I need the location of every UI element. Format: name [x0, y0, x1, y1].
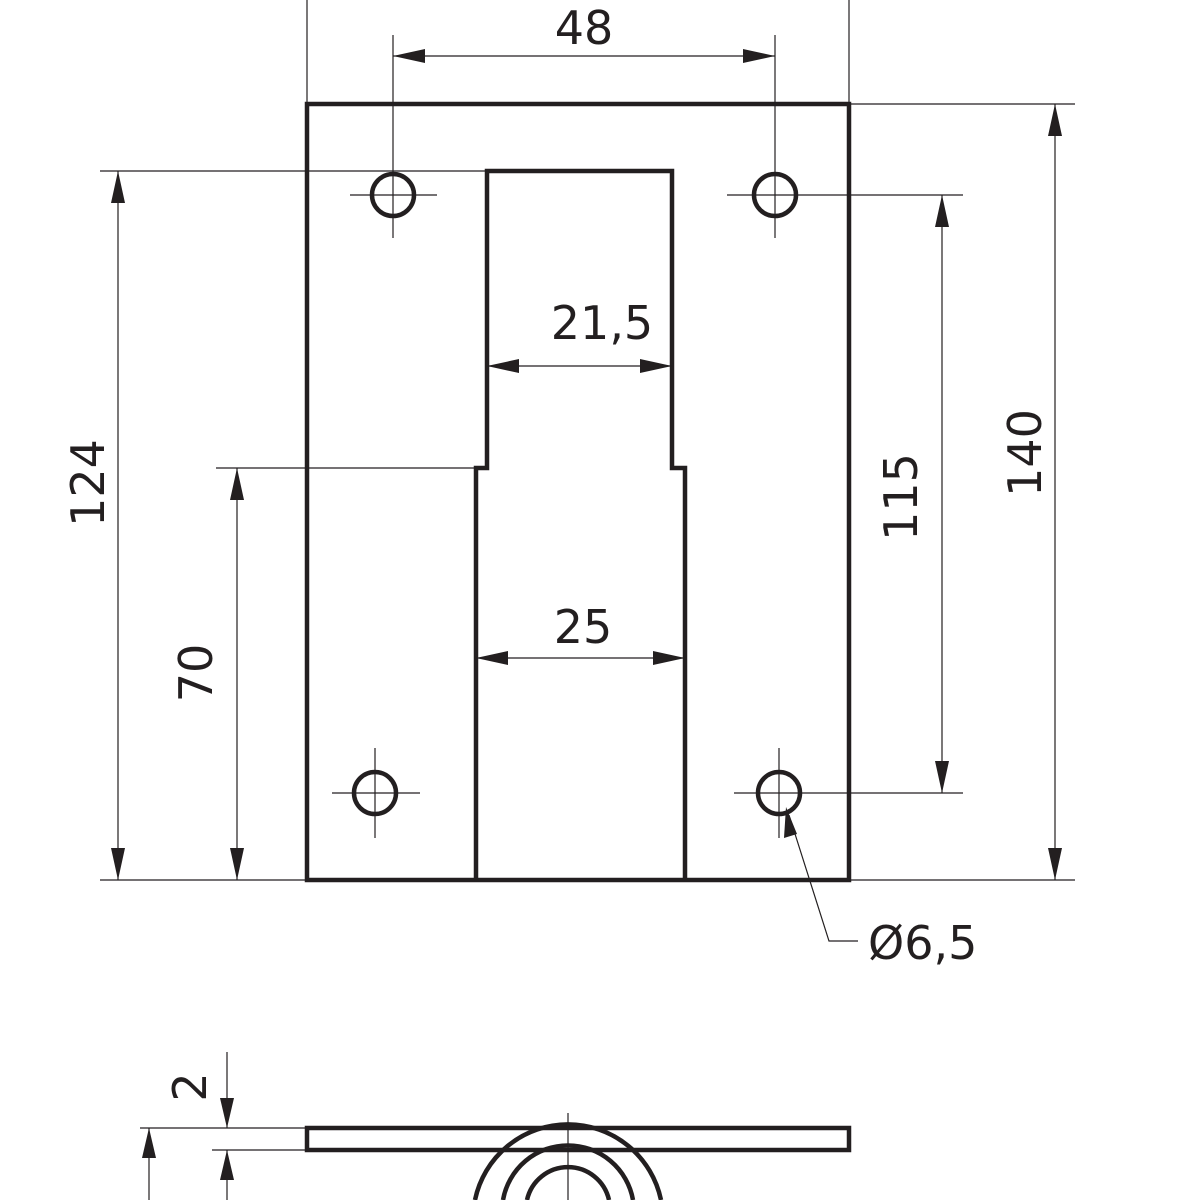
dimension-hole-diameter-label: Ø6,5	[868, 916, 977, 970]
dimension-plate-thickness: 2	[140, 1052, 307, 1200]
dimension-hole-spacing-horizontal: 48	[306, 0, 850, 152]
plate-outline	[304, 101, 852, 883]
dimension-upper-slot-width: 21,5	[487, 296, 672, 373]
slot-outline	[473, 168, 688, 880]
dimension-overall-height: 140	[849, 103, 1075, 881]
dimension-height-124: 124	[61, 170, 487, 881]
side-view-plate	[304, 1125, 852, 1153]
hole-top-left	[350, 152, 437, 238]
hole-bottom-right	[734, 748, 822, 838]
dimension-hole-diameter: Ø6,5	[784, 807, 977, 970]
dimension-2-label: 2	[163, 1072, 217, 1101]
dimension-70-label: 70	[169, 644, 223, 703]
mounting-holes	[332, 152, 822, 838]
dimension-124-label: 124	[61, 439, 115, 527]
dimension-lower-slot-width: 25	[476, 600, 685, 665]
dimension-slot-height-70: 70	[169, 467, 476, 880]
dimension-25-label: 25	[554, 600, 613, 654]
dimension-140-label: 140	[998, 409, 1052, 497]
dimension-21-5-label: 21,5	[551, 296, 653, 350]
dimension-115-label: 115	[874, 453, 928, 541]
hole-top-right	[727, 152, 818, 238]
dimension-48-label: 48	[555, 1, 614, 55]
side-view	[304, 1113, 852, 1200]
dimension-hole-spacing-vertical: 115	[818, 194, 963, 794]
side-view-barrel	[472, 1122, 664, 1200]
hole-bottom-left	[332, 748, 420, 838]
